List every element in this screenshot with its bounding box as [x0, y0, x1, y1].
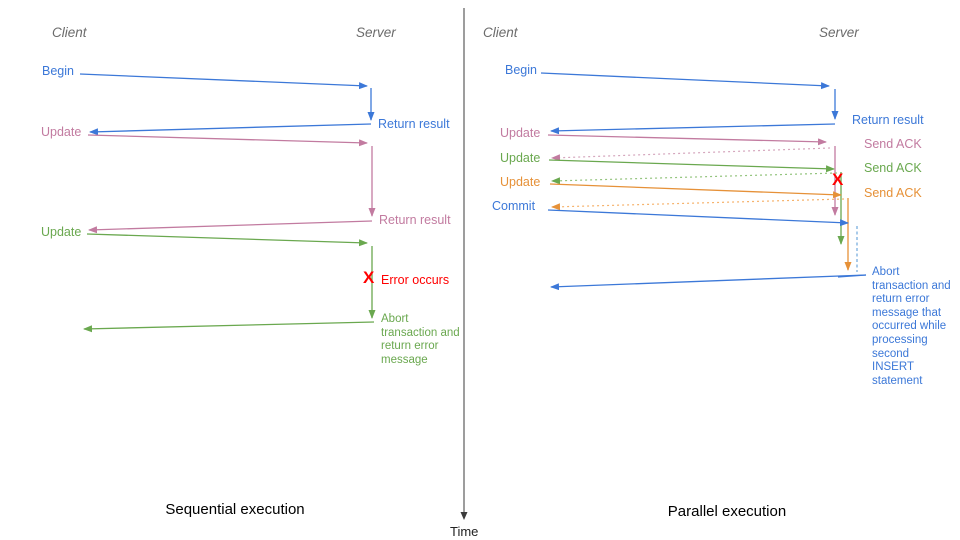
left-update-2-arrow [86, 233, 368, 247]
right-send-ack-2-label: Send ACK [864, 161, 922, 175]
right-commit-arrow [547, 209, 849, 227]
left-begin-label: Begin [42, 64, 74, 78]
right-update-2-arrow [548, 159, 835, 173]
left-update-2-label: Update [41, 225, 82, 239]
right-server-header: Server [819, 25, 859, 40]
left-begin-arrow [79, 73, 368, 90]
left-server-header: Server [356, 25, 396, 40]
right-send-ack-3-arrow [551, 198, 845, 211]
right-update-1-arrow [547, 134, 827, 146]
left-return-result-2-arrow [88, 220, 373, 234]
right-abort-return-arrow [550, 274, 867, 291]
left-caption: Sequential execution [165, 501, 305, 518]
left-update-1-label: Update [41, 125, 82, 139]
left-error-x-icon: X [363, 268, 375, 287]
right-abort-label: Abort transaction and return error messa… [872, 266, 951, 387]
left-return-result-1-label: Return result [378, 117, 450, 131]
right-send-ack-2-arrow [551, 172, 838, 185]
left-client-header: Client [52, 25, 87, 40]
right-error-x-icon: X [832, 170, 844, 189]
right-update-3-label: Update [500, 175, 541, 189]
right-send-ack-1-arrow [551, 147, 831, 162]
time-axis-label: Time [450, 524, 479, 539]
right-send-ack-3-label: Send ACK [864, 186, 922, 200]
left-abort-label: Abort transaction and return error messa… [381, 313, 460, 366]
right-return-result-arrow [550, 123, 836, 135]
left-error-occurs-label: Error occurs [381, 273, 450, 287]
right-update-2-label: Update [500, 151, 541, 165]
right-client-header: Client [483, 25, 518, 40]
right-caption: Parallel execution [667, 503, 787, 520]
left-abort-return-arrow [83, 321, 375, 333]
right-begin-label: Begin [505, 63, 537, 77]
right-update-3-arrow [549, 183, 842, 199]
right-update-1-label: Update [500, 126, 541, 140]
right-begin-arrow [540, 72, 830, 90]
right-return-result-label: Return result [852, 113, 924, 127]
left-return-result-2-label: Return result [379, 213, 451, 227]
left-return-result-1-arrow [89, 123, 372, 136]
right-commit-label: Commit [492, 199, 536, 213]
left-update-1-arrow [87, 134, 368, 147]
right-send-ack-1-label: Send ACK [864, 137, 922, 151]
